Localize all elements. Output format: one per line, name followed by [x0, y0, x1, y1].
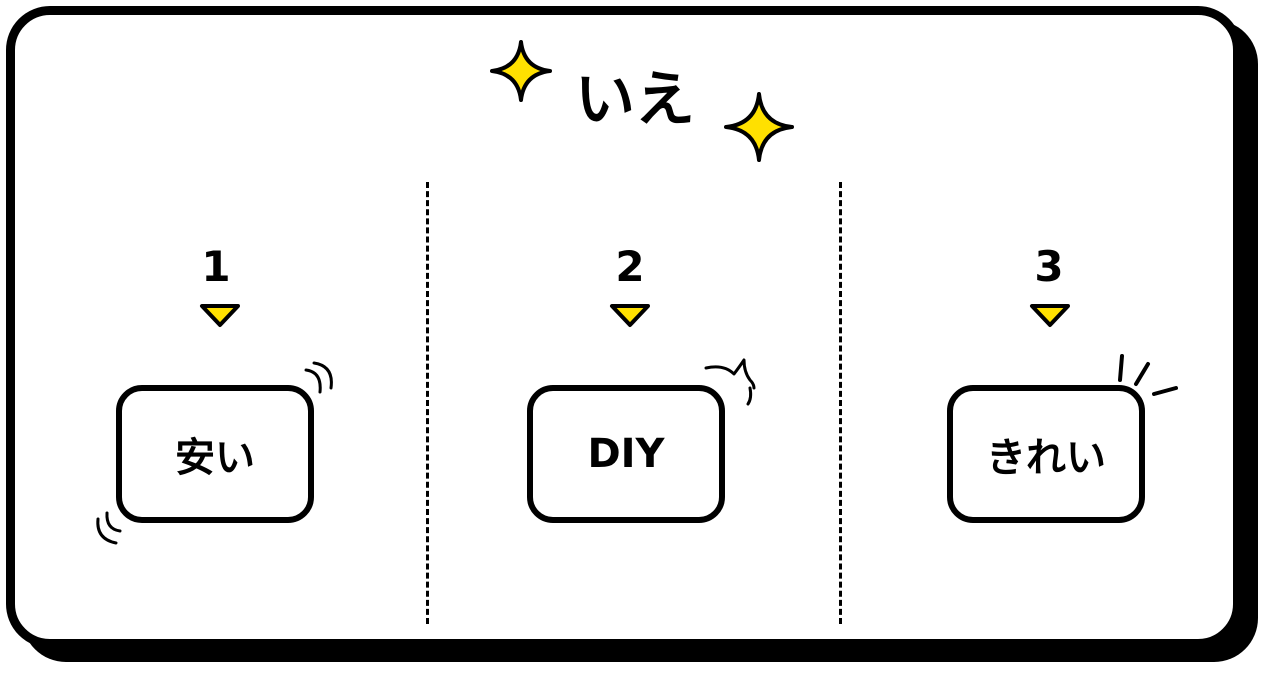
shine-lines-icon — [1118, 354, 1178, 396]
step-number: 2 — [615, 242, 645, 291]
step-label-box: きれい — [947, 385, 1145, 523]
pop-burst-icon — [704, 358, 756, 406]
wobble-lines-icon — [304, 361, 333, 394]
sparkle-icon — [724, 92, 794, 162]
card — [6, 6, 1242, 648]
step-label-box: DIY — [527, 385, 725, 523]
column-divider — [839, 182, 842, 624]
wobble-lines-icon — [96, 511, 122, 545]
triangle-down-icon — [1030, 304, 1070, 327]
sparkle-icon — [490, 40, 552, 102]
step-number: 1 — [201, 242, 231, 291]
step-label-box: 安い — [116, 385, 314, 523]
triangle-down-icon — [200, 304, 240, 327]
column-divider — [426, 182, 429, 624]
step-label: DIY — [587, 431, 665, 477]
step-number: 3 — [1034, 242, 1064, 291]
step-label: きれい — [986, 435, 1106, 481]
step-label: 安い — [175, 435, 255, 481]
triangle-down-icon — [610, 304, 650, 327]
page-title: いえ — [575, 65, 695, 135]
